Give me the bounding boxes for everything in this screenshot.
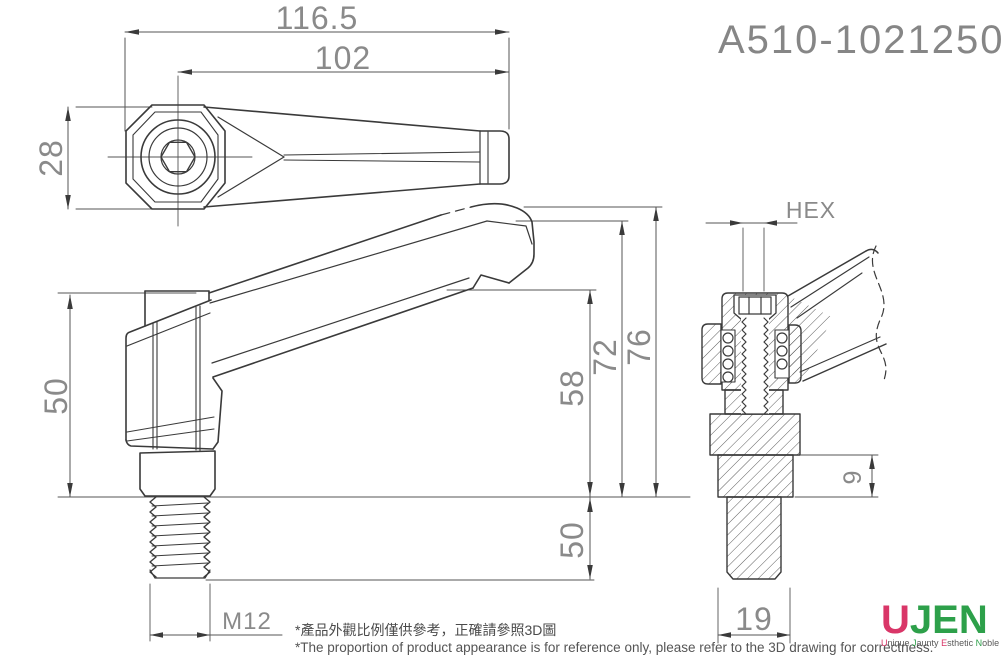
threaded-stud-front [149, 496, 211, 579]
dim-head-width-label: 28 [33, 139, 69, 177]
lever-arm-front [208, 202, 535, 378]
logo-tagline: Unique Jaunty Esthetic Noble [881, 638, 1000, 648]
logo-letters-jen: JEN [909, 598, 988, 642]
dim-thread-length-label: 50 [554, 521, 590, 559]
front-view-dimensions [57, 206, 691, 642]
section-details [722, 296, 788, 415]
logo-wordmark: UJEN [881, 600, 991, 640]
section-view: HEX 9 19 [701, 197, 887, 644]
part-number: A510-1021250 [718, 18, 1001, 62]
note-english: *The proportion of product appearance is… [295, 640, 934, 656]
dim-underside-height-label: 58 [554, 369, 590, 407]
dim-overall-length-label: 116.5 [276, 0, 359, 36]
top-view-centerlines [107, 75, 253, 227]
dim-thread-spec-label: M12 [222, 608, 272, 635]
dim-collar-step-label: 9 [839, 470, 867, 485]
section-dimensions [705, 220, 879, 644]
handle-head-top [125, 104, 226, 210]
dim-overall-height-label: 76 [621, 328, 657, 366]
section-arm [787, 245, 887, 382]
dim-grip-length-label: 102 [315, 40, 371, 76]
front-view: 50 58 72 76 50 M12 [38, 202, 691, 642]
top-view: 116.5 102 28 [33, 0, 510, 227]
dim-boss-height-label: 50 [38, 377, 74, 415]
drawing-notes: *產品外觀比例僅供參考，正確請參照3D圖 *The proportion of … [295, 621, 933, 657]
note-chinese: *產品外觀比例僅供參考，正確請參照3D圖 [295, 622, 557, 638]
top-view-dimensions [65, 29, 510, 210]
handle-arm-top [203, 106, 510, 208]
handle-body-front [125, 290, 223, 497]
dim-boss-diameter-label: 19 [735, 601, 773, 637]
dim-lever-top-height-label: 72 [587, 338, 623, 376]
ujen-logo: UJEN Unique Jaunty Esthetic Noble [881, 600, 1000, 648]
logo-letter-u: U [881, 598, 910, 642]
dim-hex-socket-label: HEX [786, 197, 836, 223]
